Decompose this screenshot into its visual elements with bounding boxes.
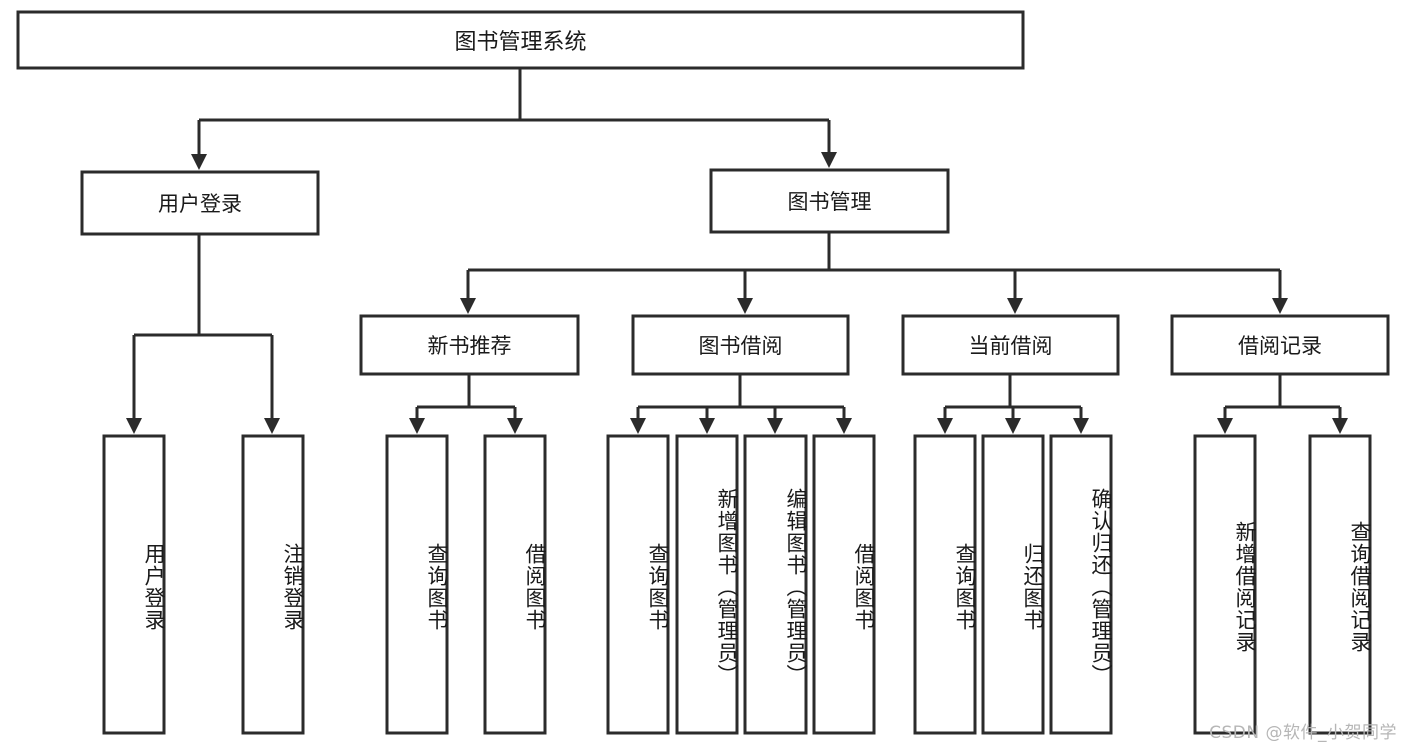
arrow-head-icon xyxy=(264,418,280,434)
node-box-leaf-logout[interactable] xyxy=(241,434,305,735)
node-box-new-book-recommend[interactable] xyxy=(359,314,580,376)
node-box-current-borrow[interactable] xyxy=(901,314,1120,376)
node-box-leaf-query-book-current[interactable] xyxy=(913,434,977,735)
arrow-head-icon xyxy=(460,298,476,314)
node-box-book-management[interactable] xyxy=(709,168,950,234)
arrow-head-icon xyxy=(699,418,715,434)
node-boxes-group xyxy=(16,10,1390,735)
arrow-head-icon xyxy=(937,418,953,434)
node-box-leaf-edit-book[interactable] xyxy=(743,434,808,735)
node-box-leaf-return-book[interactable] xyxy=(981,434,1045,735)
arrow-head-icon xyxy=(821,152,837,168)
node-box-leaf-user-login[interactable] xyxy=(102,434,166,735)
node-box-user-login[interactable] xyxy=(80,170,320,236)
node-box-leaf-confirm-return[interactable] xyxy=(1049,434,1113,735)
arrow-head-icon xyxy=(836,418,852,434)
arrow-head-icon xyxy=(767,418,783,434)
node-box-root[interactable] xyxy=(16,10,1025,70)
node-box-leaf-borrow-book[interactable] xyxy=(812,434,876,735)
node-box-leaf-query-borrow-record[interactable] xyxy=(1308,434,1372,735)
arrow-head-icon xyxy=(1272,298,1288,314)
node-box-book-borrow[interactable] xyxy=(631,314,850,376)
node-box-leaf-query-book-borrow[interactable] xyxy=(606,434,670,735)
node-box-leaf-add-borrow-record[interactable] xyxy=(1193,434,1257,735)
arrow-head-icon xyxy=(1073,418,1089,434)
node-box-leaf-borrow-book-rec[interactable] xyxy=(483,434,547,735)
arrow-head-icon xyxy=(1217,418,1233,434)
arrow-head-icon xyxy=(1005,418,1021,434)
node-box-leaf-query-book-rec[interactable] xyxy=(385,434,449,735)
arrow-head-icon xyxy=(1007,298,1023,314)
watermark-text: CSDN @软件_小贺同学 xyxy=(1209,723,1397,743)
arrow-head-icon xyxy=(630,418,646,434)
node-box-borrow-record[interactable] xyxy=(1170,314,1390,376)
arrow-heads-group xyxy=(126,152,1348,434)
arrow-head-icon xyxy=(191,154,207,170)
arrow-head-icon xyxy=(126,418,142,434)
arrow-head-icon xyxy=(1332,418,1348,434)
arrow-head-icon xyxy=(507,418,523,434)
arrow-head-icon xyxy=(737,298,753,314)
node-box-leaf-add-book[interactable] xyxy=(675,434,739,735)
arrow-head-icon xyxy=(409,418,425,434)
